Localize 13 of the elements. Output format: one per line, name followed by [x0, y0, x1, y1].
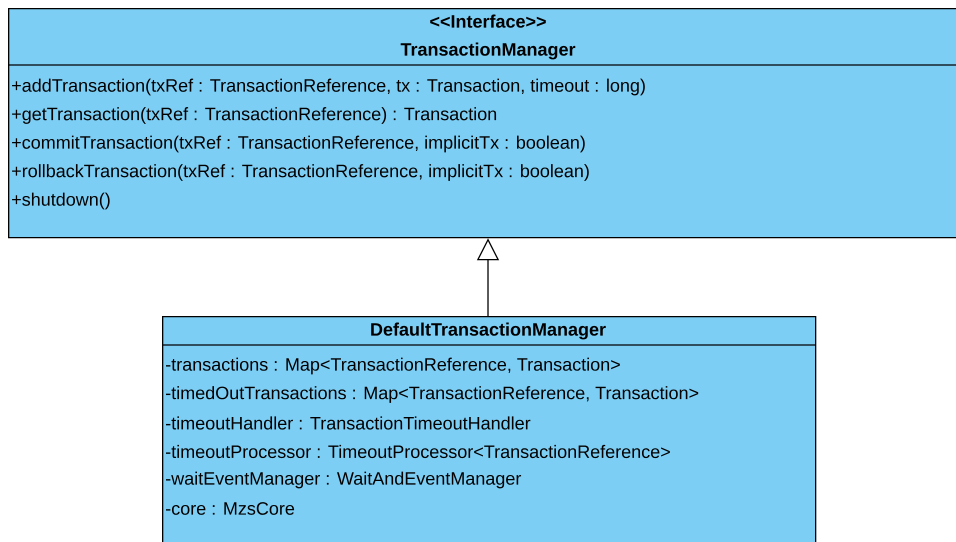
- method-signature: +addTransaction(txRef : TransactionReference, tx : Transaction, timeout : long): [12, 78, 645, 96]
- method-signature: +shutdown(): [12, 192, 110, 210]
- class-name: DefaultTransactionManager: [371, 322, 606, 340]
- method-signature: +rollbackTransaction(txRef : TransactionReference, implicitTx : boolean): [12, 164, 589, 181]
- class-name: <<Interface>> TransactionManager: [400, 14, 576, 60]
- attribute: -timedOutTransactions : Map<TransactionReference, Transaction>: [166, 386, 698, 403]
- attribute: -core : MzsCore: [166, 502, 294, 515]
- attribute: -waitEventManager : WaitAndEventManager: [166, 472, 522, 488]
- method-signature: +commitTransaction(txRef : TransactionReference, implicitTx : boolean): [12, 136, 585, 152]
- attribute: -transactions : Map<TransactionReference, Transaction>: [166, 358, 620, 374]
- attribute: -timeoutProcessor : TimeoutProcessor<TransactionReference>: [166, 444, 670, 458]
- method-signature: +getTransaction(txRef : TransactionReference) : Transaction: [12, 107, 496, 124]
- attribute: -timeoutHandler : TransactionTimeoutHandler: [166, 416, 530, 430]
